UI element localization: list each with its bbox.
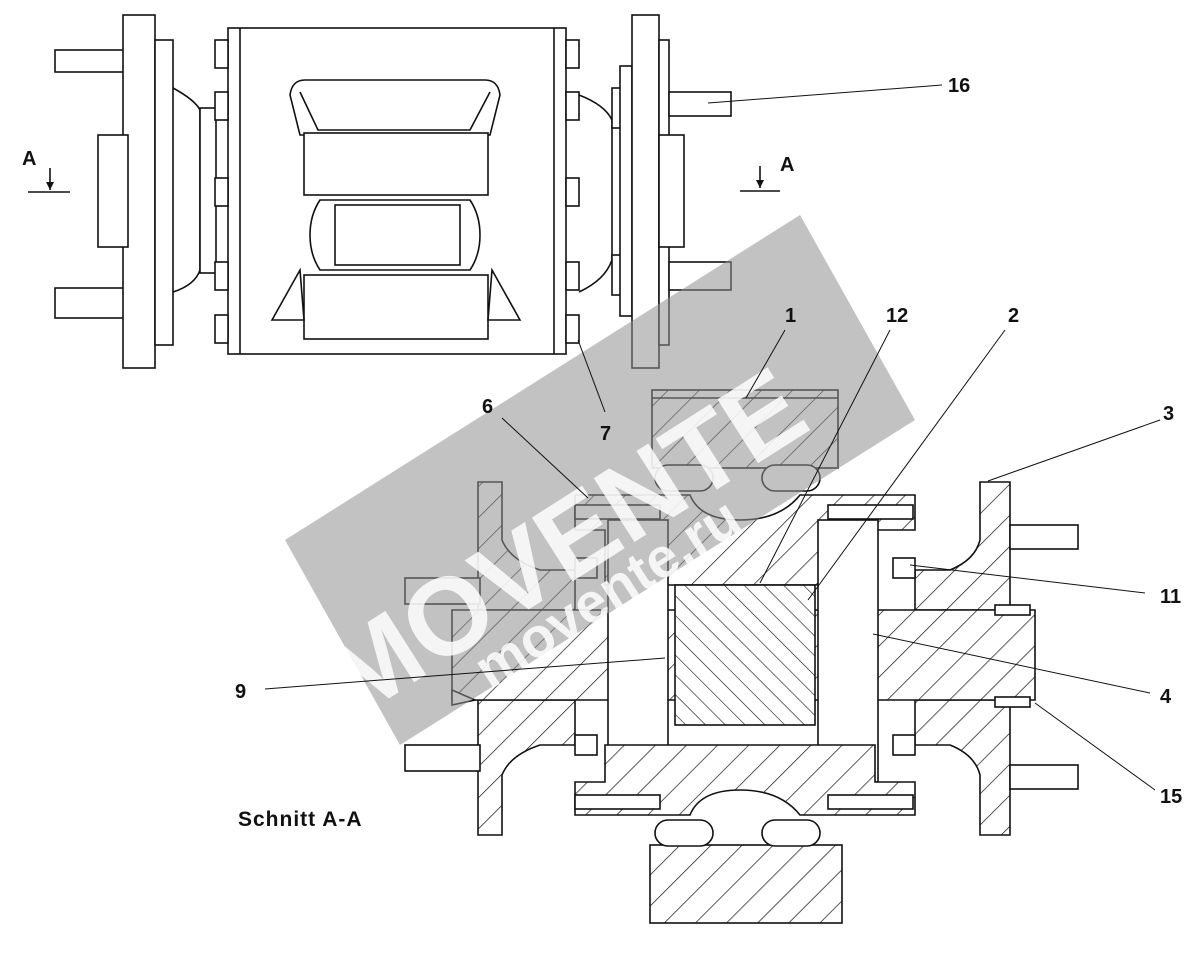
callout-labels: 16 1 12 2 6 7 3 11 4 9 15	[235, 75, 1182, 808]
leader-12	[759, 329, 891, 584]
callout-7: 7	[600, 423, 611, 445]
callout-12: 12	[886, 305, 908, 327]
section-view	[404, 389, 1079, 924]
leader-3	[987, 419, 1161, 482]
leader-7	[577, 339, 606, 413]
section-marker-left: A	[22, 148, 70, 193]
section-label-left: A	[22, 148, 36, 170]
section-marker-right: A	[740, 154, 794, 192]
callout-15: 15	[1160, 786, 1182, 808]
leader-16	[707, 84, 943, 104]
leader-1	[745, 329, 786, 399]
callout-1: 1	[785, 305, 796, 327]
callout-16: 16	[948, 75, 970, 97]
callout-9: 9	[235, 681, 246, 703]
leader-11	[909, 564, 1146, 594]
callout-3: 3	[1163, 403, 1174, 425]
leader-2	[807, 329, 1006, 601]
callout-6: 6	[482, 396, 493, 418]
section-caption: Schnitt A-A	[238, 808, 363, 831]
callout-4: 4	[1160, 686, 1172, 708]
leader-4	[872, 633, 1151, 694]
leader-6	[501, 417, 589, 499]
leader-9	[264, 657, 666, 690]
section-label-right: A	[780, 154, 794, 176]
callout-11: 11	[1160, 586, 1181, 608]
top-view	[54, 14, 732, 369]
leader-lines	[264, 84, 1161, 791]
leader-15	[1034, 702, 1156, 791]
callout-2: 2	[1008, 305, 1019, 327]
